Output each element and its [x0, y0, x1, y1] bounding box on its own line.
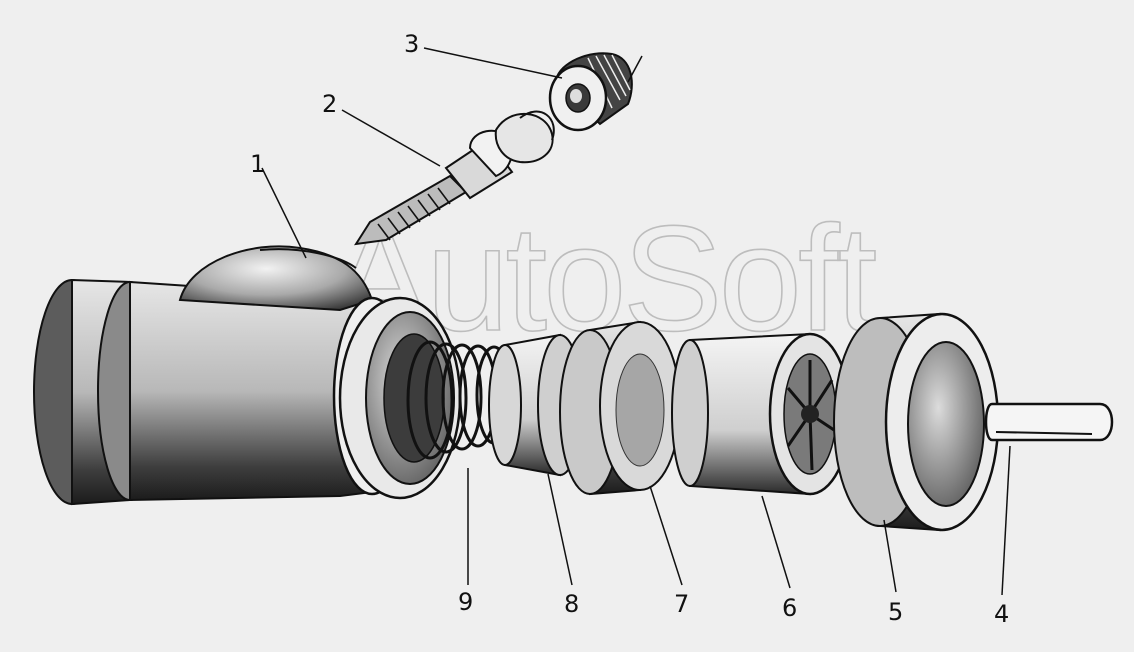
callout-2: 2 [322, 90, 337, 118]
callout-8: 8 [564, 590, 579, 618]
part-6-piston [671, 332, 852, 496]
part-3-cap [548, 52, 633, 132]
callout-9: 9 [458, 588, 473, 616]
part-5-dust-boot [833, 312, 1000, 532]
callouts: 1 2 3 4 5 6 7 8 9 [250, 30, 1009, 628]
callout-5: 5 [888, 598, 903, 626]
leader-lines [261, 47, 1011, 596]
callout-3: 3 [404, 30, 419, 58]
part-7-rubber-cup [559, 320, 681, 496]
callout-1: 1 [250, 150, 265, 178]
callout-7: 7 [674, 590, 689, 618]
part-8-spring-seat [488, 333, 583, 477]
part-4-push-rod [984, 402, 1114, 442]
callout-4: 4 [994, 600, 1009, 628]
part-2-bleed-screw [354, 110, 555, 246]
callout-6: 6 [782, 594, 797, 622]
part-1-housing [33, 245, 462, 506]
